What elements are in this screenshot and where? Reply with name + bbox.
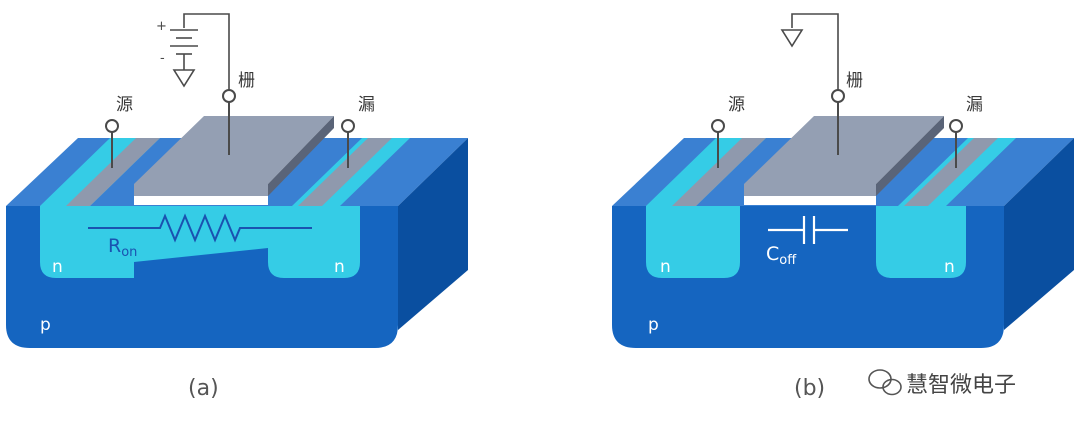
drain-label-a: 漏 bbox=[358, 95, 375, 115]
n-label-right-b: n bbox=[944, 257, 955, 277]
gate-front-a bbox=[134, 184, 268, 196]
source-label-b: 源 bbox=[728, 95, 745, 115]
wechat-icon bbox=[868, 369, 902, 396]
watermark: 慧智微电子 bbox=[868, 369, 1016, 398]
watermark-text: 慧智微电子 bbox=[906, 373, 1016, 398]
gate-terminal-b bbox=[831, 89, 845, 103]
gate-label-a: 栅 bbox=[238, 71, 255, 91]
gate-terminal-a bbox=[222, 89, 236, 103]
gate-front-b bbox=[744, 184, 876, 196]
source-terminal-a bbox=[105, 119, 119, 133]
drain-terminal-a bbox=[341, 119, 355, 133]
gate-label-b: 栅 bbox=[846, 71, 863, 91]
ron-label: Ron bbox=[108, 235, 137, 260]
n-region-right-a bbox=[268, 206, 360, 278]
p-label-a: p bbox=[40, 315, 51, 335]
gate-top-b bbox=[744, 116, 944, 184]
caption-a: (a) bbox=[188, 376, 219, 401]
gate-oxide-front-b bbox=[744, 195, 876, 205]
battery-minus: - bbox=[160, 51, 165, 66]
source-electrode-a bbox=[66, 138, 160, 206]
gate-wire-b bbox=[791, 13, 839, 90]
capacitor-symbol bbox=[768, 216, 848, 244]
ground-icon-a bbox=[172, 69, 196, 88]
ground-icon-b bbox=[780, 29, 804, 48]
panel-b: Coff 源 漏 栅 n n p (b) bbox=[612, 13, 1074, 401]
gate-top-a bbox=[134, 116, 334, 184]
substrate-side-a bbox=[398, 138, 468, 330]
n-region-left-a bbox=[40, 206, 134, 278]
n-label-right-a: n bbox=[334, 257, 345, 277]
battery-plus: + bbox=[156, 19, 167, 34]
source-electrode-b bbox=[672, 138, 766, 206]
resistor-symbol bbox=[88, 213, 312, 243]
source-label-a: 源 bbox=[116, 95, 133, 115]
drain-label-b: 漏 bbox=[966, 95, 983, 115]
panel-a: Ron 源 漏 栅 + - n n p (a) bbox=[6, 13, 468, 401]
n-label-left-a: n bbox=[52, 257, 63, 277]
drain-electrode-b bbox=[904, 138, 998, 206]
drain-electrode-a bbox=[298, 138, 392, 206]
n-label-left-b: n bbox=[660, 257, 671, 277]
n-region-left-b bbox=[646, 206, 740, 278]
n-region-right-b bbox=[876, 206, 966, 278]
gate-side-b bbox=[876, 116, 944, 196]
drain-terminal-b bbox=[949, 119, 963, 133]
substrate-side-b bbox=[1004, 138, 1074, 330]
caption-b: (b) bbox=[794, 376, 825, 401]
gate-wire-a bbox=[183, 13, 230, 90]
battery-icon bbox=[170, 29, 198, 70]
source-terminal-b bbox=[711, 119, 725, 133]
p-label-b: p bbox=[648, 315, 659, 335]
gate-oxide-front-a bbox=[134, 195, 268, 205]
coff-label: Coff bbox=[766, 243, 797, 268]
gate-side-a bbox=[268, 116, 334, 196]
